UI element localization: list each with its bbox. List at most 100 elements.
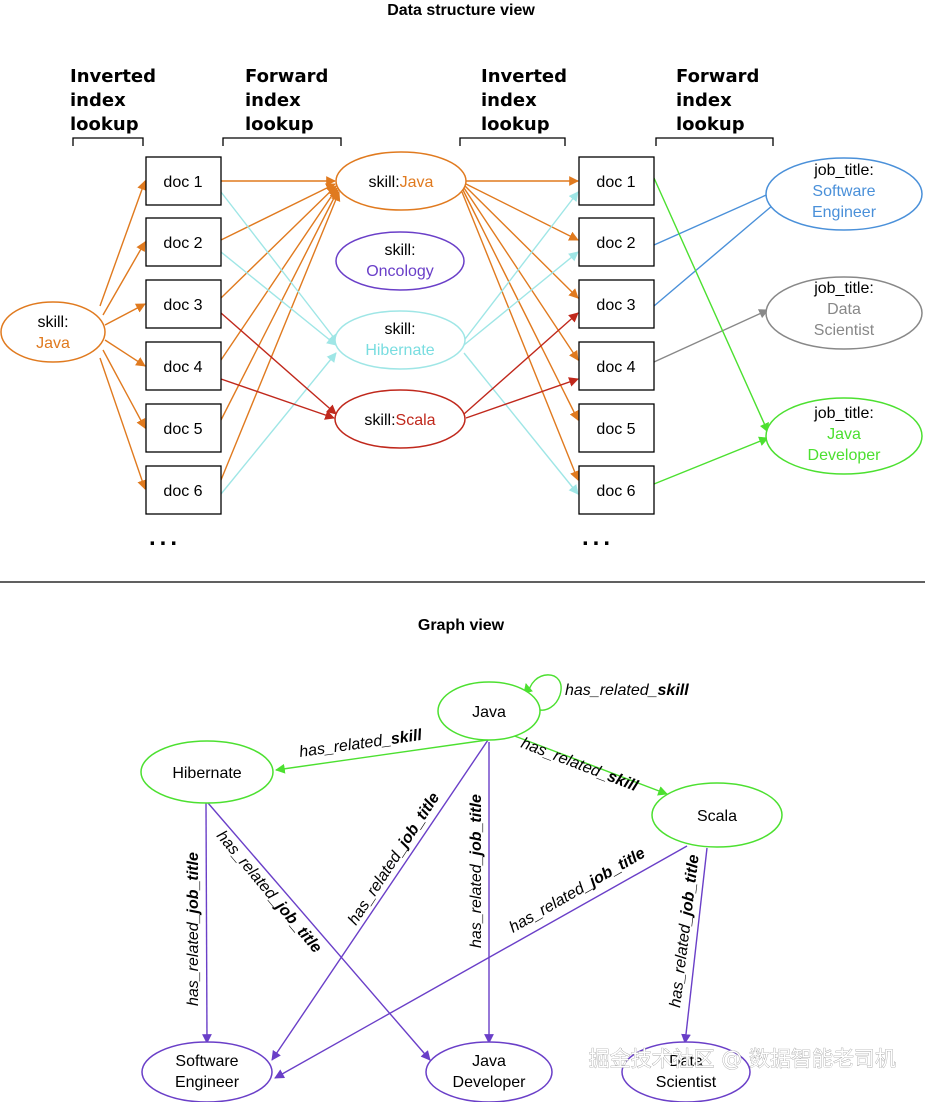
node-outline [437,681,541,741]
node-value: Hibernate [365,342,434,359]
edge-arrow [102,241,146,316]
query-to-docs-edges [99,180,147,490]
graph-node-java-developer: Java Developer [425,1041,553,1102]
data-structure-view-title: Data structure view [387,2,535,19]
doc-label: doc 5 [596,421,635,438]
edge-scala-data-scientist [681,847,708,1044]
node-outline [765,276,923,350]
edge-arrow [463,251,579,346]
edge-label-type: skill [390,727,424,748]
node-prefix: skill: [384,321,415,338]
header-bracket [72,137,144,146]
edge-arrow [653,193,787,307]
doc-box [145,465,222,515]
header-forward-index-right: Forward index lookup [655,66,774,146]
edge-arrow [653,177,769,433]
graph-view-title: Graph view [418,617,505,634]
node-prefix: skill: [384,242,415,259]
node-outline [621,1041,751,1102]
header-bracket [655,137,774,146]
node-value: Java [400,174,434,191]
edge-arrow [653,187,783,246]
node-value: Java [827,426,861,443]
doc-label: doc 3 [163,297,202,314]
query-node-skill-java: skill: Java [0,301,106,363]
node-outline [335,151,467,211]
edge-arrow [461,191,579,344]
edge-label-type: job_title [678,854,703,919]
graph-node-data-scientist: Data Scientist [621,1041,751,1102]
node-label: Data [669,1053,703,1070]
more-docs-ellipsis: ... [582,524,614,551]
header-inverted-index-left: Inverted index lookup [70,66,156,146]
node-label: Engineer [175,1074,240,1091]
header-line: index [481,90,537,111]
doc-box [578,465,655,515]
node-prefix: job_title: [813,162,874,179]
edge-label-java-software-engineer: has_related_job_title [345,790,443,928]
job-node-software-engineer: job_title: Software Engineer [765,157,923,231]
node-outline [765,157,923,231]
node-value: Scientist [814,322,875,339]
node-outline [335,231,465,291]
edge-arrow [220,183,336,241]
node-outline [651,782,783,848]
left-docs-to-skills-edges [220,176,341,495]
node-outline [425,1041,553,1102]
edge-label-prefix: has_related_ [565,682,658,699]
node-value: Scala [396,412,436,429]
doc-box [578,156,655,206]
header-bracket [459,137,566,146]
node-value: Developer [808,447,882,464]
edge-label-java-scala: has_related_skill [519,735,641,795]
node-value: Oncology [366,263,434,280]
right-docs-to-jobs-edges [653,177,787,485]
header-line: lookup [676,114,745,135]
header-line: Forward [245,66,328,87]
edge-arrow [653,309,769,363]
node-label: Scala [697,808,737,825]
skill-node-hibernate: skill: Hibernate [334,310,466,370]
node-text: skill:Java [369,174,434,191]
skill-node-oncology: skill: Oncology [335,231,465,291]
node-value: Software [812,183,875,200]
doc-label: doc 4 [596,359,635,376]
node-label: Java [472,704,506,721]
edge-arrow [220,378,335,420]
edge-label-scala-software-engineer: has_related_job_title [507,845,649,937]
job-node-java-developer: job_title: Java Developer [765,397,923,475]
edge-label-prefix: has_related_ [298,731,392,761]
edge-arrow [104,339,146,367]
doc-box [145,279,222,329]
edge-arrow [464,185,579,299]
edge-arrow [463,312,579,415]
doc-box [578,217,655,267]
edge-arrow [220,191,339,344]
node-label: Software [175,1053,238,1070]
skill-node-scala: skill:Scala [334,389,466,449]
doc-box [578,341,655,391]
node-outline [141,1041,273,1102]
edge-arrow [653,436,769,485]
edge-arrow [220,187,338,361]
graph-edges [202,674,708,1079]
edge-hibernate-java-developer [207,802,431,1061]
node-prefix: skill: [37,314,68,331]
doc-box [145,156,222,206]
edge-label-hibernate-java-developer: has_related_job_title [213,828,325,957]
edge-java-scala [511,734,668,796]
edge-label-type: skill [605,768,641,795]
skill-node-java: skill:Java [335,151,467,211]
edge-arrow [461,191,580,481]
edge-label-type: job_title [468,794,485,857]
header-line: Forward [676,66,759,87]
doc-box [145,341,222,391]
header-line: index [70,90,126,111]
node-value: Data [827,301,861,318]
node-label: Scientist [656,1074,717,1091]
doc-label: doc 6 [596,483,635,500]
node-outline [765,397,923,475]
doc-label: doc 3 [596,297,635,314]
right-doc-column: doc 1 doc 2 doc 3 doc 4 doc 5 doc 6 ... [578,156,655,551]
watermark-text: 掘金技术社区 @ 数据智能老司机 [589,1047,896,1071]
